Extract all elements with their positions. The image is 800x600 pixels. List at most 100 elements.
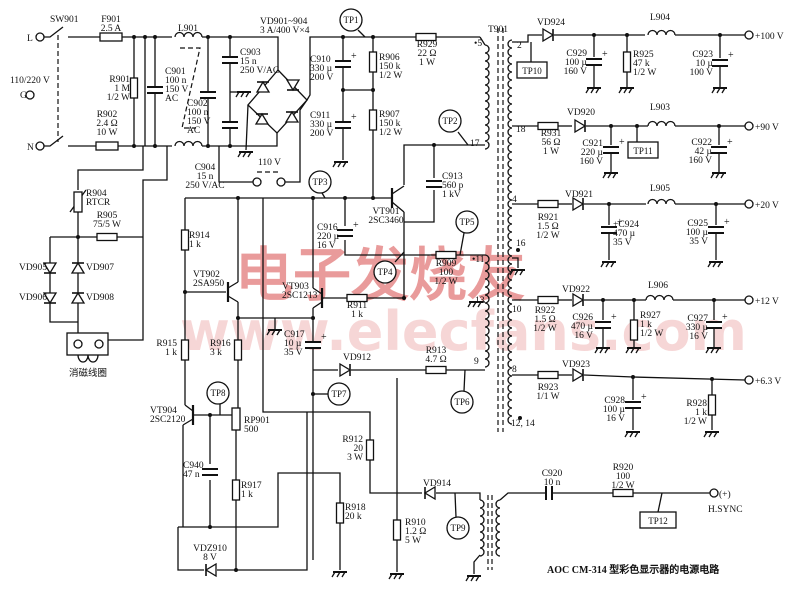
component-value: 100 xyxy=(439,268,454,278)
ground-hatch xyxy=(635,347,640,354)
test-point-tp11[interactable]: TP11 xyxy=(627,141,659,159)
cap-gap xyxy=(200,91,216,99)
component-ref: R905 xyxy=(97,211,118,221)
component-ref: VD920 xyxy=(567,108,595,118)
component-ref: R901 xyxy=(109,75,130,85)
ground-hatch xyxy=(634,431,639,438)
component-value: 220 µ xyxy=(581,148,604,158)
component-value: 16 V xyxy=(574,331,593,341)
ground-icon xyxy=(625,347,641,354)
test-point-tp8[interactable]: TP8 xyxy=(206,381,230,405)
test-point-label: TP8 xyxy=(210,388,226,398)
terminal-icon xyxy=(744,199,754,209)
component-value: 1 k xyxy=(241,490,253,500)
capacitor-symbol xyxy=(426,180,442,188)
label-p10: 10 xyxy=(512,305,522,315)
diode-triangle xyxy=(254,112,270,125)
component-ref: R902 xyxy=(97,110,118,120)
component-value: 35 V xyxy=(284,348,303,358)
component-ref: L903 xyxy=(650,103,670,113)
test-point-tp3[interactable]: TP3 xyxy=(308,170,332,194)
test-point-tp7[interactable]: TP7 xyxy=(327,382,351,406)
resistor-symbol xyxy=(96,232,118,242)
wire xyxy=(394,251,405,263)
component-ref: 10 xyxy=(512,305,522,315)
component-value: 1/2 W xyxy=(640,329,663,339)
ground-hatch xyxy=(600,261,605,268)
component-ref: R917 xyxy=(241,481,262,491)
test-point-tp5[interactable]: TP5 xyxy=(455,210,479,234)
wire xyxy=(68,36,279,70)
transformer-winding xyxy=(484,44,490,150)
component-value: 1/2 W xyxy=(633,68,656,78)
component-ref: C902 xyxy=(187,99,208,109)
component-ref: L905 xyxy=(650,184,670,194)
test-point-tp2[interactable]: TP2 xyxy=(438,109,462,133)
plus-sign-icon: + xyxy=(728,50,734,61)
cap-gap xyxy=(335,60,351,68)
component-ref: C922 xyxy=(691,138,712,148)
component-ref: 18 xyxy=(516,125,526,135)
junction-dot xyxy=(631,375,635,379)
test-point-box xyxy=(516,61,548,79)
plus-sign-icon: + xyxy=(353,220,359,231)
component-value: 1 k xyxy=(695,408,707,418)
label-vd924: VD924 xyxy=(537,18,565,28)
component-value: 1 k xyxy=(640,320,652,330)
junction-dot xyxy=(311,392,315,396)
wire xyxy=(512,34,542,43)
resistor-symbol xyxy=(180,229,190,251)
ground-hatch xyxy=(331,571,336,578)
component-value: 1/2 W xyxy=(379,128,402,138)
inductor-coil xyxy=(647,198,676,205)
plus-sign-icon: + xyxy=(351,51,357,62)
resistor-symbol xyxy=(95,141,119,151)
component-value: 10 n xyxy=(544,478,561,488)
junction-dot xyxy=(625,33,629,37)
label-vd907: VD907 xyxy=(86,263,114,273)
diode-symbol xyxy=(572,292,585,308)
label-l904: L904 xyxy=(650,13,670,23)
capacitor-symbol xyxy=(222,121,238,129)
component-ref: 4 xyxy=(512,195,517,205)
component-ref: VD912 xyxy=(343,353,371,363)
component-ref: VT901 xyxy=(373,207,400,217)
test-point-tp4[interactable]: TP4 xyxy=(373,260,397,284)
test-point-tp1[interactable]: TP1 xyxy=(339,8,363,32)
component-value: 500 xyxy=(244,425,259,435)
diode-symbol xyxy=(254,112,270,125)
terminal-icon xyxy=(744,295,754,305)
test-point-circle xyxy=(308,170,332,194)
test-point-tp9[interactable]: TP9 xyxy=(446,516,470,540)
ground-hatch xyxy=(388,573,393,580)
wire xyxy=(457,131,469,146)
cap-gap xyxy=(426,180,442,188)
ground-hatch xyxy=(590,87,595,94)
ground-hatch xyxy=(610,261,615,268)
hsync-label: H.SYNC xyxy=(708,505,743,515)
resistor-symbol xyxy=(346,293,368,303)
component-ref: G xyxy=(20,91,27,101)
ground-hatch xyxy=(237,151,242,158)
diode-triangle xyxy=(204,562,217,578)
wire xyxy=(479,36,486,46)
components: ++TP1TP2TP3+TP5TP4+TP6TP7TP8TP9TP12++TP1… xyxy=(25,8,754,582)
test-point-tp6[interactable]: TP6 xyxy=(450,390,474,414)
ground-icon xyxy=(465,575,481,582)
component-value: 1/2 W xyxy=(434,277,457,287)
test-point-tp12[interactable]: TP12 xyxy=(639,511,677,529)
wire xyxy=(657,492,663,513)
test-point-tp10[interactable]: TP10 xyxy=(516,61,548,79)
component-value: 1/2 W xyxy=(107,93,130,103)
component-ref: R918 xyxy=(345,503,366,513)
label-sel110: 110 V xyxy=(258,158,281,168)
